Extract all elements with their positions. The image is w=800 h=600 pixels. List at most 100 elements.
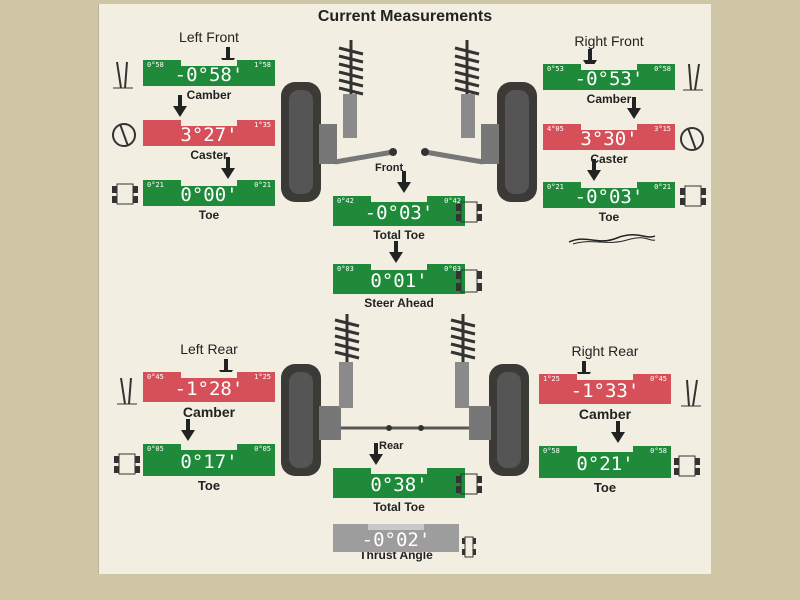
right-front-caster: 4°05 3°15 3°30' Caster xyxy=(543,97,675,166)
limit-left: 0°42 xyxy=(337,197,354,205)
toe-label: Toe xyxy=(197,478,221,493)
front-axle-label: Front xyxy=(375,162,404,174)
limit-left: 4°05 xyxy=(547,125,564,133)
camber-value: -1°33' xyxy=(570,380,640,402)
camber-value: -0°58' xyxy=(174,64,244,86)
camber-value-bar: 0°45 1°25 -1°28' xyxy=(143,372,275,402)
caster-value: 3°27' xyxy=(180,124,238,146)
left-front-caster: 1°35 3°27' Caster xyxy=(143,95,275,162)
total-toe-label: Total Toe xyxy=(373,228,425,242)
limit-right: 0°21 xyxy=(654,183,671,191)
thrust-angle-value-bar: -0°02' xyxy=(333,524,459,552)
caster-label: Caster xyxy=(590,152,628,166)
arrow-down-icon xyxy=(587,159,601,181)
limit-left: 1°25 xyxy=(543,375,560,383)
caster-value: 3°30' xyxy=(580,128,638,150)
caster-label: Caster xyxy=(190,148,228,162)
right-rear-header: Right Rear xyxy=(571,343,639,359)
pen-scribble-icon xyxy=(568,234,656,245)
camber-gauge-icon xyxy=(113,61,133,89)
toe-car-icon xyxy=(114,453,140,475)
right-front-header: Right Front xyxy=(574,33,644,49)
limit-left: 0°53 xyxy=(547,65,564,73)
limit-left: 0°05 xyxy=(147,445,164,453)
camber-label: Camber xyxy=(186,88,232,102)
limit-left: 0°21 xyxy=(547,183,564,191)
limit-left: 0°03 xyxy=(337,265,354,273)
caster-value-bar: 1°35 3°27' xyxy=(143,120,275,146)
camber-label: Camber xyxy=(182,404,236,420)
limit-right: 0°58 xyxy=(654,65,671,73)
arrow-down-icon xyxy=(221,157,235,179)
limit-right: 1°58 xyxy=(254,61,271,69)
toe-value-bar: 0°21 0°21 0°00' xyxy=(143,180,275,206)
arrow-down-icon xyxy=(611,421,625,443)
camber-value: -0°53' xyxy=(574,68,644,90)
arrow-down-icon xyxy=(369,443,383,465)
toe-value-bar: 0°05 0°05 0°17' xyxy=(143,444,275,476)
camber-value-bar: 0°58 1°58 -0°58' xyxy=(143,60,275,86)
caster-wheel-icon xyxy=(680,127,704,151)
steer-ahead-value: 0°01' xyxy=(370,270,428,292)
caster-wheel-icon xyxy=(112,123,136,147)
right-rear-toe: 0°58 0°58 0°21' Toe xyxy=(539,421,671,495)
arrow-down-icon xyxy=(173,95,187,117)
left-rear-camber: Left Rear 0°45 1°25 -1°28' Camber xyxy=(143,340,275,420)
front-suspension-diagram xyxy=(281,40,537,202)
rear-suspension-diagram xyxy=(281,314,529,476)
arrow-down-icon xyxy=(397,171,411,193)
camber-value-bar: 0°53 0°58 -0°53' xyxy=(543,64,675,90)
left-rear-header: Left Rear xyxy=(180,341,238,357)
toe-value: 0°21' xyxy=(576,453,634,475)
caster-value-bar: 4°05 3°15 3°30' xyxy=(543,124,675,150)
total-toe-value-bar: 0°42 0°42 -0°03' xyxy=(333,196,465,226)
camber-value: -1°28' xyxy=(174,378,244,400)
thrust-angle-value: -0°02' xyxy=(361,529,431,551)
camber-label: Camber xyxy=(586,92,632,106)
limit-left: 0°21 xyxy=(147,181,164,189)
right-front-toe: 0°21 0°21 -0°03' Toe xyxy=(543,159,675,224)
rear-total-toe: 0°38' Total Toe xyxy=(333,443,465,514)
rear-axle-label: Rear xyxy=(379,440,404,452)
camber-value-bar: 1°25 0°45 -1°33' xyxy=(539,374,671,404)
toe-value: 0°17' xyxy=(180,451,238,473)
total-toe-label: Total Toe xyxy=(373,500,425,514)
arrow-down-icon xyxy=(389,241,403,263)
toe-value-bar: 0°58 0°58 0°21' xyxy=(539,446,671,478)
steer-ahead: 0°03 0°03 0°01' Steer Ahead xyxy=(333,241,465,310)
toe-value: 0°00' xyxy=(180,184,238,206)
left-front-camber: Left Front 0°58 1°58 -0°58' Camber xyxy=(143,28,275,102)
total-toe-value: 0°38' xyxy=(370,474,428,496)
total-toe-value-bar: 0°38' xyxy=(333,468,465,498)
steer-ahead-label: Steer Ahead xyxy=(364,296,434,310)
right-rear-camber: Right Rear 1°25 0°45 -1°33' Camber xyxy=(539,342,671,422)
limit-left: 0°58 xyxy=(543,447,560,455)
toe-car-icon xyxy=(456,201,482,223)
camber-gauge-icon xyxy=(683,63,703,91)
page-title: Current Measurements xyxy=(317,8,493,25)
limit-right: 1°35 xyxy=(254,121,271,129)
total-toe-value: -0°03' xyxy=(364,202,434,224)
arrow-down-icon xyxy=(181,419,195,441)
toe-car-icon xyxy=(674,455,700,477)
limit-right: 0°05 xyxy=(254,445,271,453)
toe-label: Toe xyxy=(198,208,220,222)
limit-right: 0°03 xyxy=(444,265,461,273)
limit-left: 0°58 xyxy=(147,61,164,69)
steer-ahead-value-bar: 0°03 0°03 0°01' xyxy=(333,264,465,294)
toe-value: -0°03' xyxy=(574,186,644,208)
front-total-toe: 0°42 0°42 -0°03' Total Toe xyxy=(333,171,465,242)
steering-car-icon xyxy=(456,269,482,293)
camber-gauge-icon xyxy=(681,379,701,407)
left-front-header: Left Front xyxy=(179,29,239,45)
limit-left: 0°45 xyxy=(147,373,164,381)
camber-gauge-icon xyxy=(117,377,137,405)
limit-right: 0°58 xyxy=(650,447,667,455)
toe-car-icon xyxy=(456,473,482,495)
limit-right: 1°25 xyxy=(254,373,271,381)
thrust-angle: -0°02' Thrust Angle xyxy=(333,524,459,562)
alignment-sheet: Current Measurements Front xyxy=(98,4,711,574)
toe-value-bar: 0°21 0°21 -0°03' xyxy=(543,182,675,208)
toe-label: Toe xyxy=(598,210,620,224)
left-front-toe: 0°21 0°21 0°00' Toe xyxy=(143,157,275,222)
